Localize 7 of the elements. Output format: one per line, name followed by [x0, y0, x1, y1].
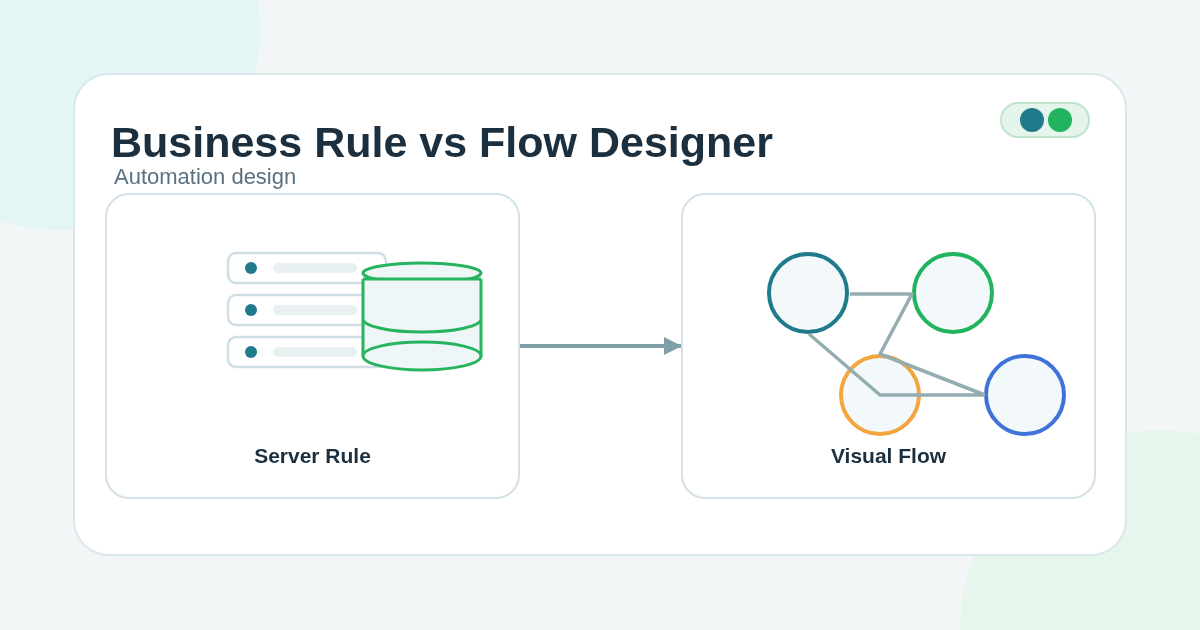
- diagram-title: Business Rule vs Flow Designer: [111, 117, 773, 167]
- panel-box: [105, 193, 520, 499]
- panel-label: Visual Flow: [830, 443, 947, 469]
- subtitle: Automation design: [114, 164, 297, 190]
- arrow: [520, 337, 682, 355]
- panel-label: Server Rule: [254, 443, 371, 469]
- panel-box: [681, 193, 1096, 499]
